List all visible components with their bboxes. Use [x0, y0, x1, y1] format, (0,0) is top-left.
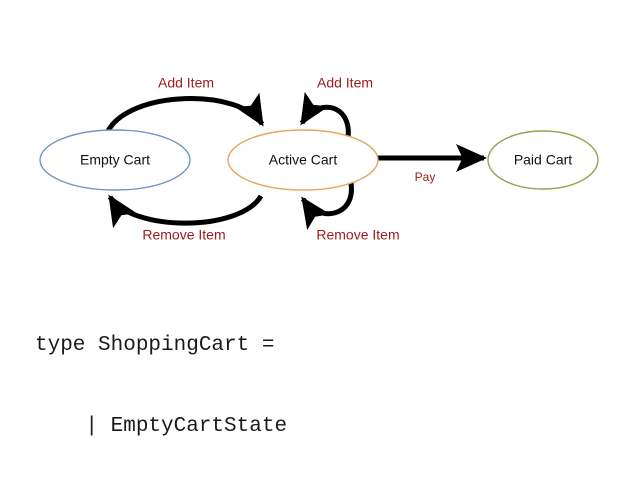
state-ellipse-paid-cart [487, 130, 599, 190]
transition-label-pay: Pay [415, 170, 436, 184]
transition-arrow-empty-to-active [105, 92, 265, 133]
transition-arrow-active-self-add [299, 91, 351, 139]
transition-label-add-item-empty-to-active: Add Item [158, 75, 214, 91]
state-node-paid-cart[interactable]: Paid Cart [487, 130, 599, 190]
state-ellipse-empty-cart [39, 129, 191, 191]
state-node-active-cart[interactable]: Active Cart [227, 129, 379, 191]
state-ellipse-active-cart [227, 129, 379, 191]
state-label-active-cart: Active Cart [269, 152, 338, 168]
code-line: type ShoppingCart = [35, 334, 275, 357]
transition-arrow-active-self-remove [300, 182, 354, 231]
transition-label-add-item-active-self: Add Item [317, 75, 373, 91]
transition-arrow-active-to-empty [107, 194, 264, 229]
transition-label-remove-item-active-to-empty: Remove Item [142, 227, 225, 243]
state-diagram: Empty Cart Active Cart Paid Cart Add Ite… [39, 75, 599, 243]
state-label-paid-cart: Paid Cart [514, 152, 572, 168]
code-block: type ShoppingCart = | EmptyCartState | A… [35, 278, 615, 479]
state-node-empty-cart[interactable]: Empty Cart [39, 129, 191, 191]
state-label-empty-cart: Empty Cart [80, 152, 150, 168]
code-line: | EmptyCartState [35, 415, 288, 438]
transition-label-remove-item-active-self: Remove Item [316, 227, 399, 243]
